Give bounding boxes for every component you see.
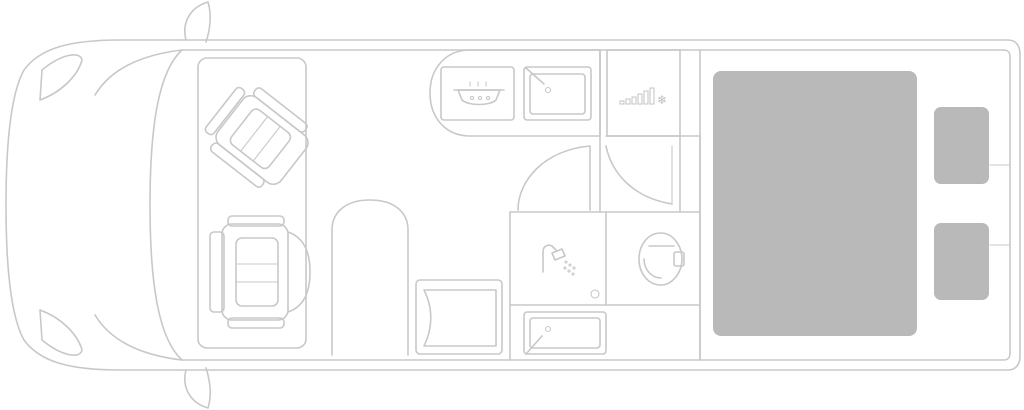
side-mirror-right xyxy=(184,367,211,409)
bench-seat xyxy=(415,279,503,355)
passenger-seat-icon xyxy=(209,215,311,329)
bathroom-door xyxy=(517,145,591,211)
bed-pillow-top xyxy=(934,107,989,184)
side-mirror-left xyxy=(184,1,211,43)
kitchen-sink-icon xyxy=(523,66,592,121)
shower-icon xyxy=(542,244,576,276)
cab-seat-panel xyxy=(197,57,307,349)
kitchen-counter xyxy=(429,49,601,137)
vehicle-outline xyxy=(5,39,1021,371)
side-cabinet xyxy=(331,199,409,356)
bed-mattress xyxy=(713,71,917,336)
fridge-level-icon xyxy=(619,87,655,105)
wardrobe-door xyxy=(605,145,673,205)
driver-seat-icon xyxy=(204,86,309,188)
toilet-icon xyxy=(638,232,685,286)
bed-pillow-bottom xyxy=(934,223,989,300)
bed-frame xyxy=(699,49,1011,361)
stove-icon xyxy=(440,66,515,121)
shower-drain xyxy=(590,289,600,299)
bathroom-sink-icon xyxy=(523,311,607,355)
snowflake-icon: ❄ xyxy=(657,93,667,107)
